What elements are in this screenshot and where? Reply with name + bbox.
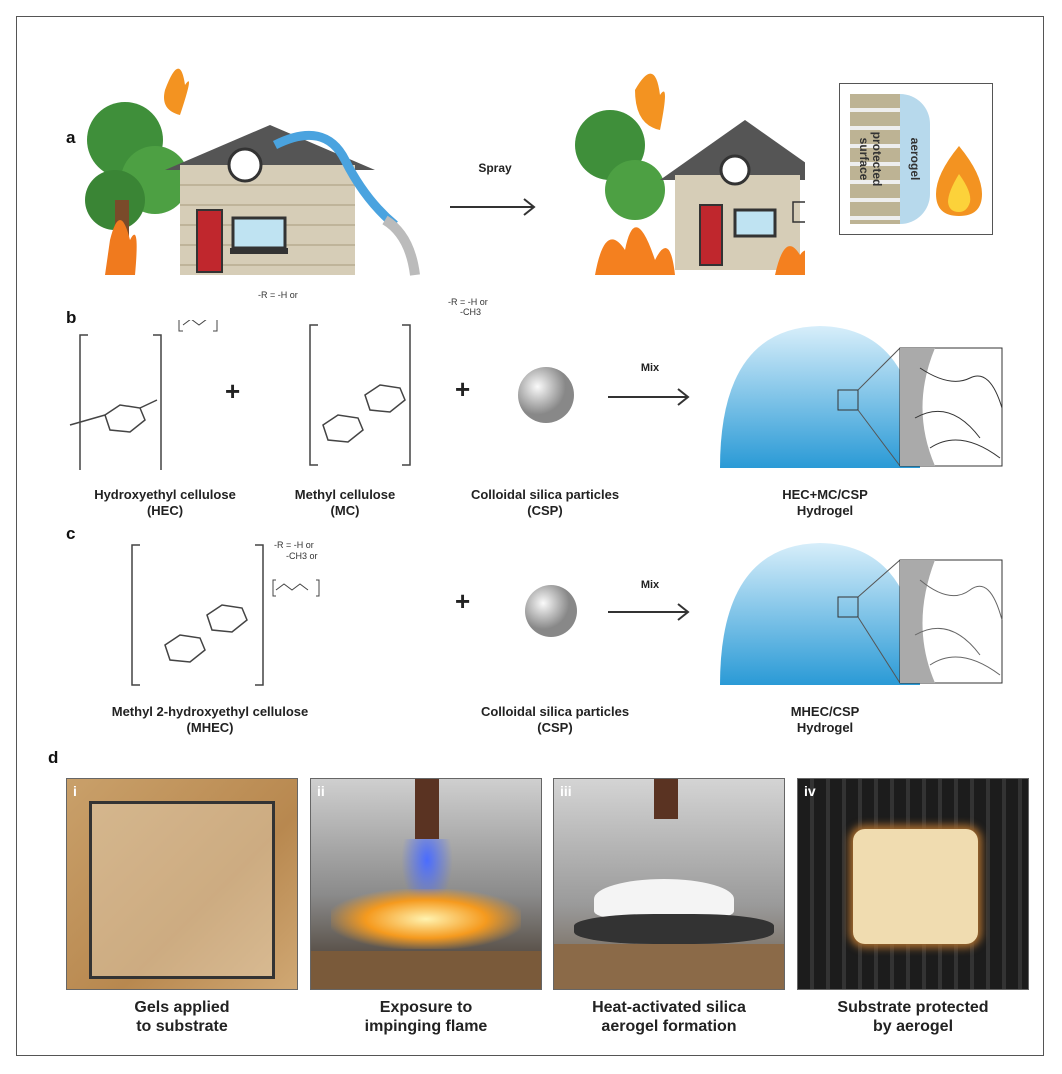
caption-line: Gels applied (134, 999, 230, 1016)
photo-number: iii (560, 783, 572, 799)
aerogel-label: aerogel (908, 137, 922, 181)
panel-label-c: c (66, 524, 76, 543)
mc-abbr: (MC) (330, 503, 360, 518)
photo-flame-exposure: ii (310, 778, 542, 990)
aerogel-inset: protected surface aerogel (839, 83, 993, 235)
hec-mc-csp-hydrogel-label-1: HEC+MC/CSP (782, 487, 868, 502)
caption-i: Gels applied to substrate (62, 998, 302, 1036)
csp-name: Colloidal silica particles (470, 487, 620, 502)
caption-line: Exposure to (379, 999, 473, 1016)
torch-nozzle (415, 779, 439, 839)
silica-particle-icon (518, 367, 574, 423)
caption-line: Heat-activated silica (592, 999, 746, 1016)
hec-abbr: (HEC) (146, 503, 184, 518)
mhec-name: Methyl 2-hydroxyethyl cellulose (111, 704, 309, 719)
spray-arrow-icon (450, 198, 536, 216)
mhec-structure (131, 544, 264, 686)
photo-aerogel-formation: iii (553, 778, 785, 990)
protected-surface-label: protected surface (857, 131, 884, 187)
silica-particle-icon (525, 585, 577, 637)
house-being-sprayed-illustration (85, 68, 420, 276)
panel-label-b: b (66, 308, 77, 327)
caption-line: to substrate (136, 1018, 228, 1035)
photo-gel-applied: i (66, 778, 298, 990)
caption-line: impinging flame (364, 1018, 488, 1035)
mhec-r-group-label-1: -R = -H or (274, 540, 314, 550)
photo-substrate-protected: iv (797, 778, 1029, 990)
protected-area (853, 829, 978, 944)
csp-abbr: (CSP) (537, 720, 573, 735)
wood-substrate (311, 951, 541, 989)
photo-number: iv (804, 783, 816, 799)
plus-sign: + (455, 586, 471, 616)
csp-abbr: (CSP) (527, 503, 563, 518)
torch-nozzle (654, 779, 678, 819)
hydroxyethyl-group (272, 579, 320, 597)
mhec-csp-hydrogel-label-1: MHEC/CSP (790, 704, 860, 719)
hec-mc-csp-hydrogel-label-2: Hydrogel (796, 503, 854, 518)
mix-arrow-icon (608, 603, 690, 621)
mhec-abbr: (MHEC) (186, 720, 234, 735)
aerogel-layer (900, 94, 930, 224)
mhec-csp-hydrogel-illustration (720, 543, 1003, 685)
caption-iv: Substrate protected by aerogel (793, 998, 1033, 1036)
mix-label: Mix (640, 362, 660, 374)
orange-flame (331, 889, 521, 949)
caption-ii: Exposure to impinging flame (306, 998, 546, 1036)
gel-square (89, 801, 275, 979)
figure-frame (16, 16, 1044, 1056)
mix-arrow-icon (608, 388, 690, 406)
mhec-r-group-label-2: -CH3 or (286, 551, 318, 561)
hec-name: Hydroxyethyl cellulose (94, 487, 236, 502)
plus-sign: + (455, 374, 471, 404)
mc-r-group-label-1: -R = -H or (448, 297, 488, 307)
caption-line: Substrate protected (837, 999, 989, 1016)
panel-label-a: a (66, 128, 76, 147)
wood-substrate (554, 944, 784, 989)
protected-house-in-fire-illustration (575, 73, 805, 275)
spray-label: Spray (478, 161, 512, 175)
mhec-csp-hydrogel-label-2: Hydrogel (796, 720, 854, 735)
mix-label: Mix (640, 579, 660, 591)
caption-line: aerogel formation (601, 1018, 737, 1035)
silica-aerogel (594, 879, 734, 919)
hec-mc-csp-hydrogel-illustration (720, 326, 1003, 468)
photo-number: ii (317, 783, 325, 799)
photo-number: i (73, 783, 77, 799)
caption-line: by aerogel (872, 1018, 954, 1035)
hec-mc-structures (69, 320, 411, 470)
protected-surface-layer (850, 94, 900, 224)
fire-icon (936, 146, 982, 216)
mc-name: Methyl cellulose (294, 487, 396, 502)
caption-iii: Heat-activated silica aerogel formation (549, 998, 789, 1036)
panel-label-d: d (48, 748, 59, 767)
plus-sign: + (225, 376, 241, 406)
mc-r-group-label-2: -CH3 (460, 307, 482, 317)
hec-r-group-label: -R = -H or (258, 290, 298, 300)
csp-name: Colloidal silica particles (480, 704, 630, 719)
char-layer (574, 914, 774, 944)
